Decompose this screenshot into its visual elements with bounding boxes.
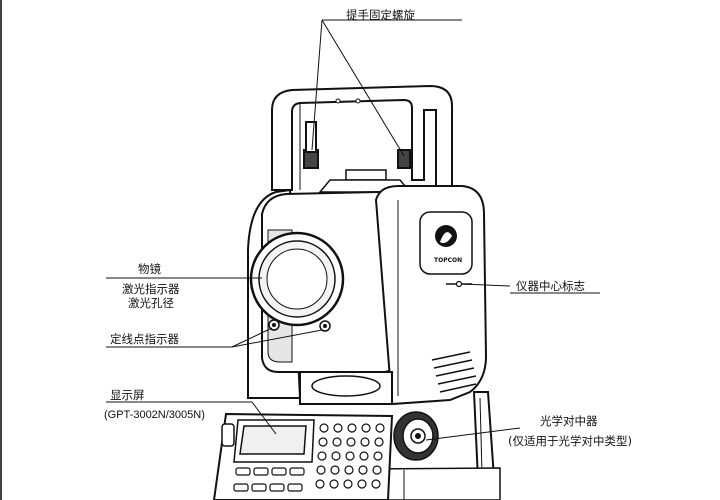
label-display-models: (GPT-3002N/3005N) (104, 409, 205, 421)
carrying-handle (271, 84, 453, 197)
leader-optical-plummet (425, 427, 521, 441)
leader-lines (106, 19, 600, 441)
label-optical-plummet-note: (仅适用于光学对中类型) (508, 434, 632, 448)
leader-display (251, 401, 277, 435)
instrument-body (235, 185, 501, 500)
leader-line-point-a (231, 327, 273, 348)
leader-handle-screw-right (321, 19, 405, 157)
leader-handle-screw-left (311, 19, 323, 151)
label-center-mark: 仪器中心标志 (516, 279, 585, 293)
optical-plummet-knob (393, 411, 439, 461)
label-display: 显示屏 (110, 388, 145, 402)
leader-center-mark (461, 283, 511, 287)
leader-line-point-b (231, 329, 323, 348)
topcon-logo: TOPCON TOPCON (434, 225, 462, 264)
label-line-point-indicator: 定线点指示器 (110, 332, 179, 346)
label-objective: 物镜 (138, 262, 161, 276)
label-laser-indicator: 激光指示器 (122, 282, 180, 296)
label-handle-screw: 提手固定螺旋 (346, 8, 415, 22)
svg-text:TOPCON: TOPCON (434, 257, 462, 264)
label-laser-aperture: 激光孔径 (128, 296, 174, 310)
control-panel (212, 412, 394, 500)
label-optical-plummet: 光学对中器 (540, 414, 598, 428)
